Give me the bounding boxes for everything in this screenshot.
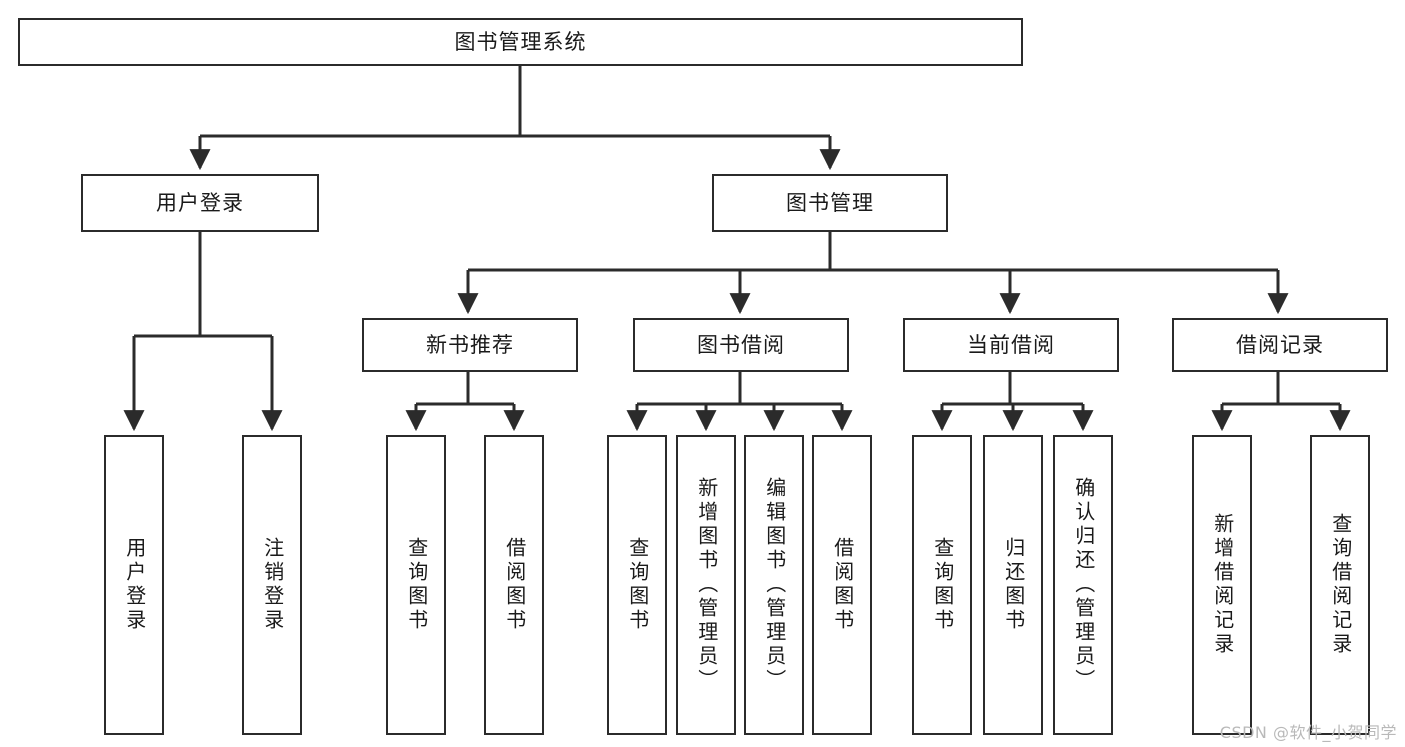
node-root-label: 图书管理系统 xyxy=(454,29,587,54)
node-leaf-add-borrow-record[interactable]: 新增借阅记录 xyxy=(1192,435,1252,735)
node-leaf-borrow-book-rec-label: 借阅图书 xyxy=(502,537,527,633)
node-leaf-query-borrow-record[interactable]: 查询借阅记录 xyxy=(1310,435,1370,735)
node-leaf-user-logout[interactable]: 注销登录 xyxy=(242,435,302,735)
node-leaf-query-book-borrow[interactable]: 查询图书 xyxy=(607,435,667,735)
node-leaf-confirm-return-admin[interactable]: 确认归还（管理员） xyxy=(1053,435,1113,735)
node-book-manage[interactable]: 图书管理 xyxy=(712,174,948,232)
node-root[interactable]: 图书管理系统 xyxy=(18,18,1023,66)
node-leaf-query-book-current[interactable]: 查询图书 xyxy=(912,435,972,735)
node-leaf-confirm-return-admin-label: 确认归还（管理员） xyxy=(1071,477,1096,693)
watermark: CSDN @软件_小贺同学 xyxy=(1219,723,1397,742)
node-leaf-borrow-book[interactable]: 借阅图书 xyxy=(812,435,872,735)
node-borrow-record-label: 借阅记录 xyxy=(1236,332,1324,357)
node-book-borrow-label: 图书借阅 xyxy=(697,332,785,357)
node-leaf-borrow-book-rec[interactable]: 借阅图书 xyxy=(484,435,544,735)
node-leaf-query-book-current-label: 查询图书 xyxy=(930,537,955,633)
node-leaf-add-book-admin-label: 新增图书（管理员） xyxy=(694,477,719,693)
node-leaf-add-borrow-record-label: 新增借阅记录 xyxy=(1210,513,1235,657)
node-leaf-edit-book-admin[interactable]: 编辑图书（管理员） xyxy=(744,435,804,735)
node-new-book-recommend-label: 新书推荐 xyxy=(426,332,514,357)
node-user-login[interactable]: 用户登录 xyxy=(81,174,319,232)
node-leaf-user-login[interactable]: 用户登录 xyxy=(104,435,164,735)
node-leaf-return-book[interactable]: 归还图书 xyxy=(983,435,1043,735)
node-leaf-query-borrow-record-label: 查询借阅记录 xyxy=(1328,513,1353,657)
node-user-login-label: 用户登录 xyxy=(156,190,244,215)
node-leaf-edit-book-admin-label: 编辑图书（管理员） xyxy=(762,477,787,693)
node-book-manage-label: 图书管理 xyxy=(786,190,874,215)
node-leaf-query-book-rec[interactable]: 查询图书 xyxy=(386,435,446,735)
node-new-book-recommend[interactable]: 新书推荐 xyxy=(362,318,578,372)
node-leaf-query-book-borrow-label: 查询图书 xyxy=(625,537,650,633)
node-leaf-query-book-rec-label: 查询图书 xyxy=(404,537,429,633)
node-current-borrow-label: 当前借阅 xyxy=(967,332,1055,357)
node-leaf-user-login-label: 用户登录 xyxy=(122,537,147,633)
node-leaf-return-book-label: 归还图书 xyxy=(1001,537,1026,633)
node-borrow-record[interactable]: 借阅记录 xyxy=(1172,318,1388,372)
node-current-borrow[interactable]: 当前借阅 xyxy=(903,318,1119,372)
node-leaf-add-book-admin[interactable]: 新增图书（管理员） xyxy=(676,435,736,735)
node-leaf-user-logout-label: 注销登录 xyxy=(260,537,285,633)
node-leaf-borrow-book-label: 借阅图书 xyxy=(830,537,855,633)
node-book-borrow[interactable]: 图书借阅 xyxy=(633,318,849,372)
